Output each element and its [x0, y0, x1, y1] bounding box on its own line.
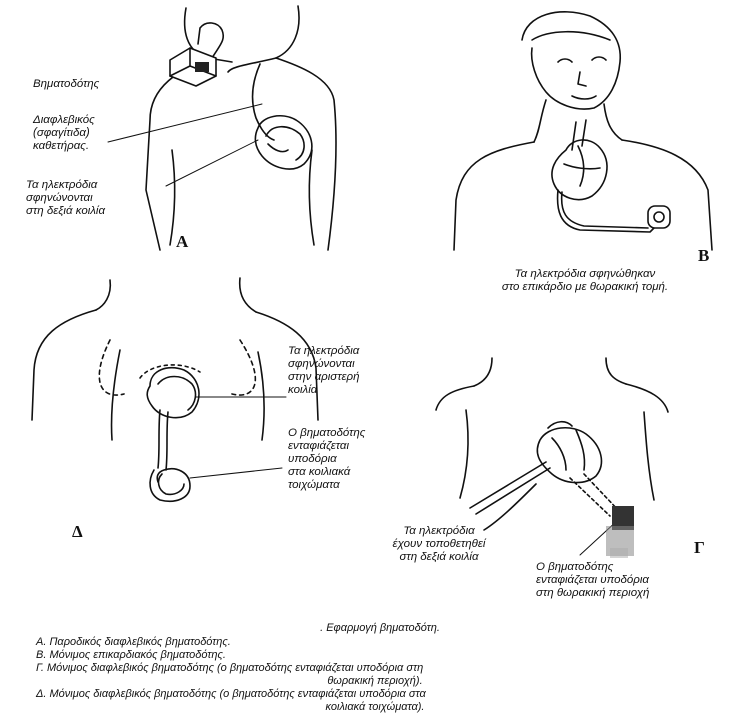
caption-line-g-cont: θωρακική περιοχή). — [230, 675, 520, 688]
panel-letter-g: Γ — [694, 538, 705, 558]
label-g-electrodes: Τα ηλεκτρόδια έχουν τοποθετηθεί στη δεξι… — [354, 525, 524, 564]
label-d-pacemaker: Ο βηματοδότης ενταφιάζεται υποδόρια στα … — [288, 427, 365, 492]
panel-d-illustration — [32, 278, 318, 501]
caption-line-a: Α. Παροδικός διαφλεβικός βηματοδότης. — [36, 636, 231, 649]
panel-b-illustration — [454, 12, 712, 250]
caption-b: Τα ηλεκτρόδια σφηνώθηκαν στο επικάρδιο μ… — [440, 268, 729, 294]
label-g-pacemaker: Ο βηματοδότης ενταφιάζεται υποδόρια στη … — [536, 561, 649, 600]
label-a-catheter: Διαφλεβικός (σφαγίτιδα) καθετήρας. — [33, 114, 95, 153]
panel-letter-a: Α — [176, 232, 188, 252]
label-d-electrodes: Τα ηλεκτρόδια σφηνώνονται στην αριστερή … — [288, 345, 360, 397]
caption-line-b: Β. Μόνιμος επικαρδιακός βηματοδότης. — [36, 649, 226, 662]
caption-line-d-cont: κοιλιακά τοιχώματα). — [230, 701, 520, 714]
panel-d-heart — [147, 368, 199, 418]
label-a-electrodes: Τα ηλεκτρόδια σφηνώνονται στη δεξιά κοιλ… — [26, 179, 105, 218]
panel-a-illustration — [108, 6, 336, 250]
panel-letter-b: Β — [698, 246, 709, 266]
label-a-pacemaker: Βηματοδότης — [33, 78, 99, 91]
panel-letter-d: Δ — [72, 522, 83, 542]
caption-line-d: Δ. Μόνιμος διαφλεβικός βηματοδότης (ο βη… — [36, 688, 426, 701]
panel-g-heart — [537, 428, 601, 483]
epicardial-pacemaker — [648, 206, 670, 228]
figure-title: . Εφαρμογή βηματοδότη. — [230, 622, 530, 635]
chest-pacemaker-pocket — [606, 506, 634, 558]
caption-line-g: Γ. Μόνιμος διαφλεβικός βηματοδότης (ο βη… — [36, 662, 423, 675]
